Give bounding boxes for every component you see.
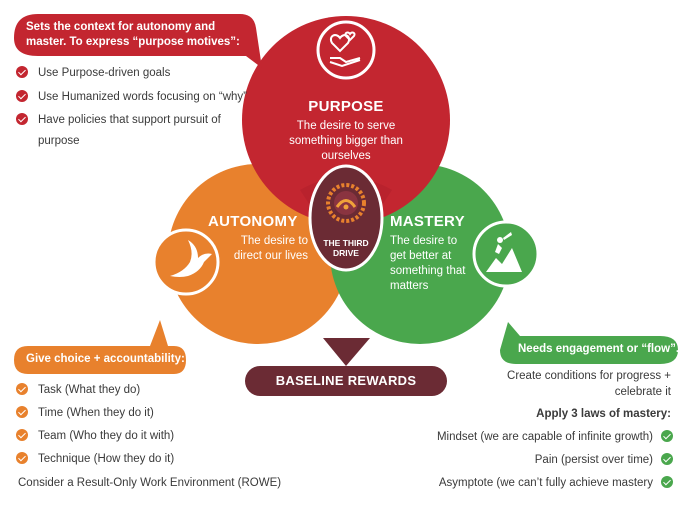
check-icon — [16, 90, 28, 102]
purpose-item: Use Purpose-driven goals — [16, 66, 170, 79]
climber-icon — [486, 232, 522, 272]
baseline-pointer — [323, 338, 370, 366]
check-icon — [16, 113, 28, 125]
purpose-item-continued: purpose — [38, 135, 80, 147]
mastery-description: The desire to get better at something th… — [390, 235, 466, 292]
check-icon — [16, 66, 28, 78]
check-icon — [661, 476, 673, 488]
purpose-item: Use Humanized words focusing on “why” — [16, 90, 247, 103]
purpose-title: PURPOSE — [308, 98, 384, 115]
check-icon — [661, 430, 673, 442]
baseline-pill — [245, 366, 447, 396]
purpose-description: The desire to serve something bigger tha… — [289, 120, 403, 162]
gauge-icon — [326, 183, 366, 223]
autonomy-item: Task (What they do) — [16, 383, 140, 396]
autonomy-item: Technique (How they do it) — [16, 452, 174, 465]
check-icon — [16, 406, 28, 418]
purpose-item: Have policies that support pursuit of — [16, 113, 221, 126]
autonomy-title: AUTONOMY — [208, 213, 298, 230]
purpose-circle — [242, 16, 450, 224]
third-drive-label: THE THIRD DRIVE — [323, 238, 369, 258]
autonomy-callout-bubble — [14, 320, 186, 374]
center-oval — [308, 164, 384, 272]
autonomy-item: Team (Who they do it with) — [16, 429, 174, 442]
autonomy-callout: Give choice + accountability: — [26, 353, 185, 365]
heart-hand-icon — [329, 31, 361, 68]
autonomy-icon-badge — [152, 228, 220, 296]
mastery-callout-bubble — [500, 322, 678, 364]
mastery-title: MASTERY — [390, 213, 465, 230]
check-icon — [16, 452, 28, 464]
baseline-rewards-label: BASELINE REWARDS — [275, 373, 417, 388]
mastery-law-item: Mindset (we are capable of infinite grow… — [437, 430, 673, 443]
purpose-callout-bubble — [14, 14, 262, 68]
mastery-callout: Needs engagement or “flow”. — [518, 343, 680, 355]
purpose-callout: Sets the context for autonomy and master… — [26, 21, 240, 48]
mastery-law-item: Asymptote (we can’t fully achieve master… — [439, 476, 673, 489]
autonomy-item: Time (When they do it) — [16, 406, 154, 419]
check-icon — [661, 453, 673, 465]
check-icon — [16, 429, 28, 441]
dove-icon — [170, 240, 212, 277]
mastery-laws-heading: Apply 3 laws of mastery: — [536, 408, 671, 420]
check-icon — [16, 383, 28, 395]
mastery-icon-badge — [472, 220, 540, 288]
purpose-icon-badge — [316, 20, 376, 80]
autonomy-description: The desire to direct our lives — [233, 235, 308, 262]
mastery-law-item: Pain (persist over time) — [535, 453, 673, 466]
autonomy-footer: Consider a Result-Only Work Environment … — [18, 477, 282, 489]
mastery-conditions: Create conditions for progress + celebra… — [507, 370, 671, 398]
